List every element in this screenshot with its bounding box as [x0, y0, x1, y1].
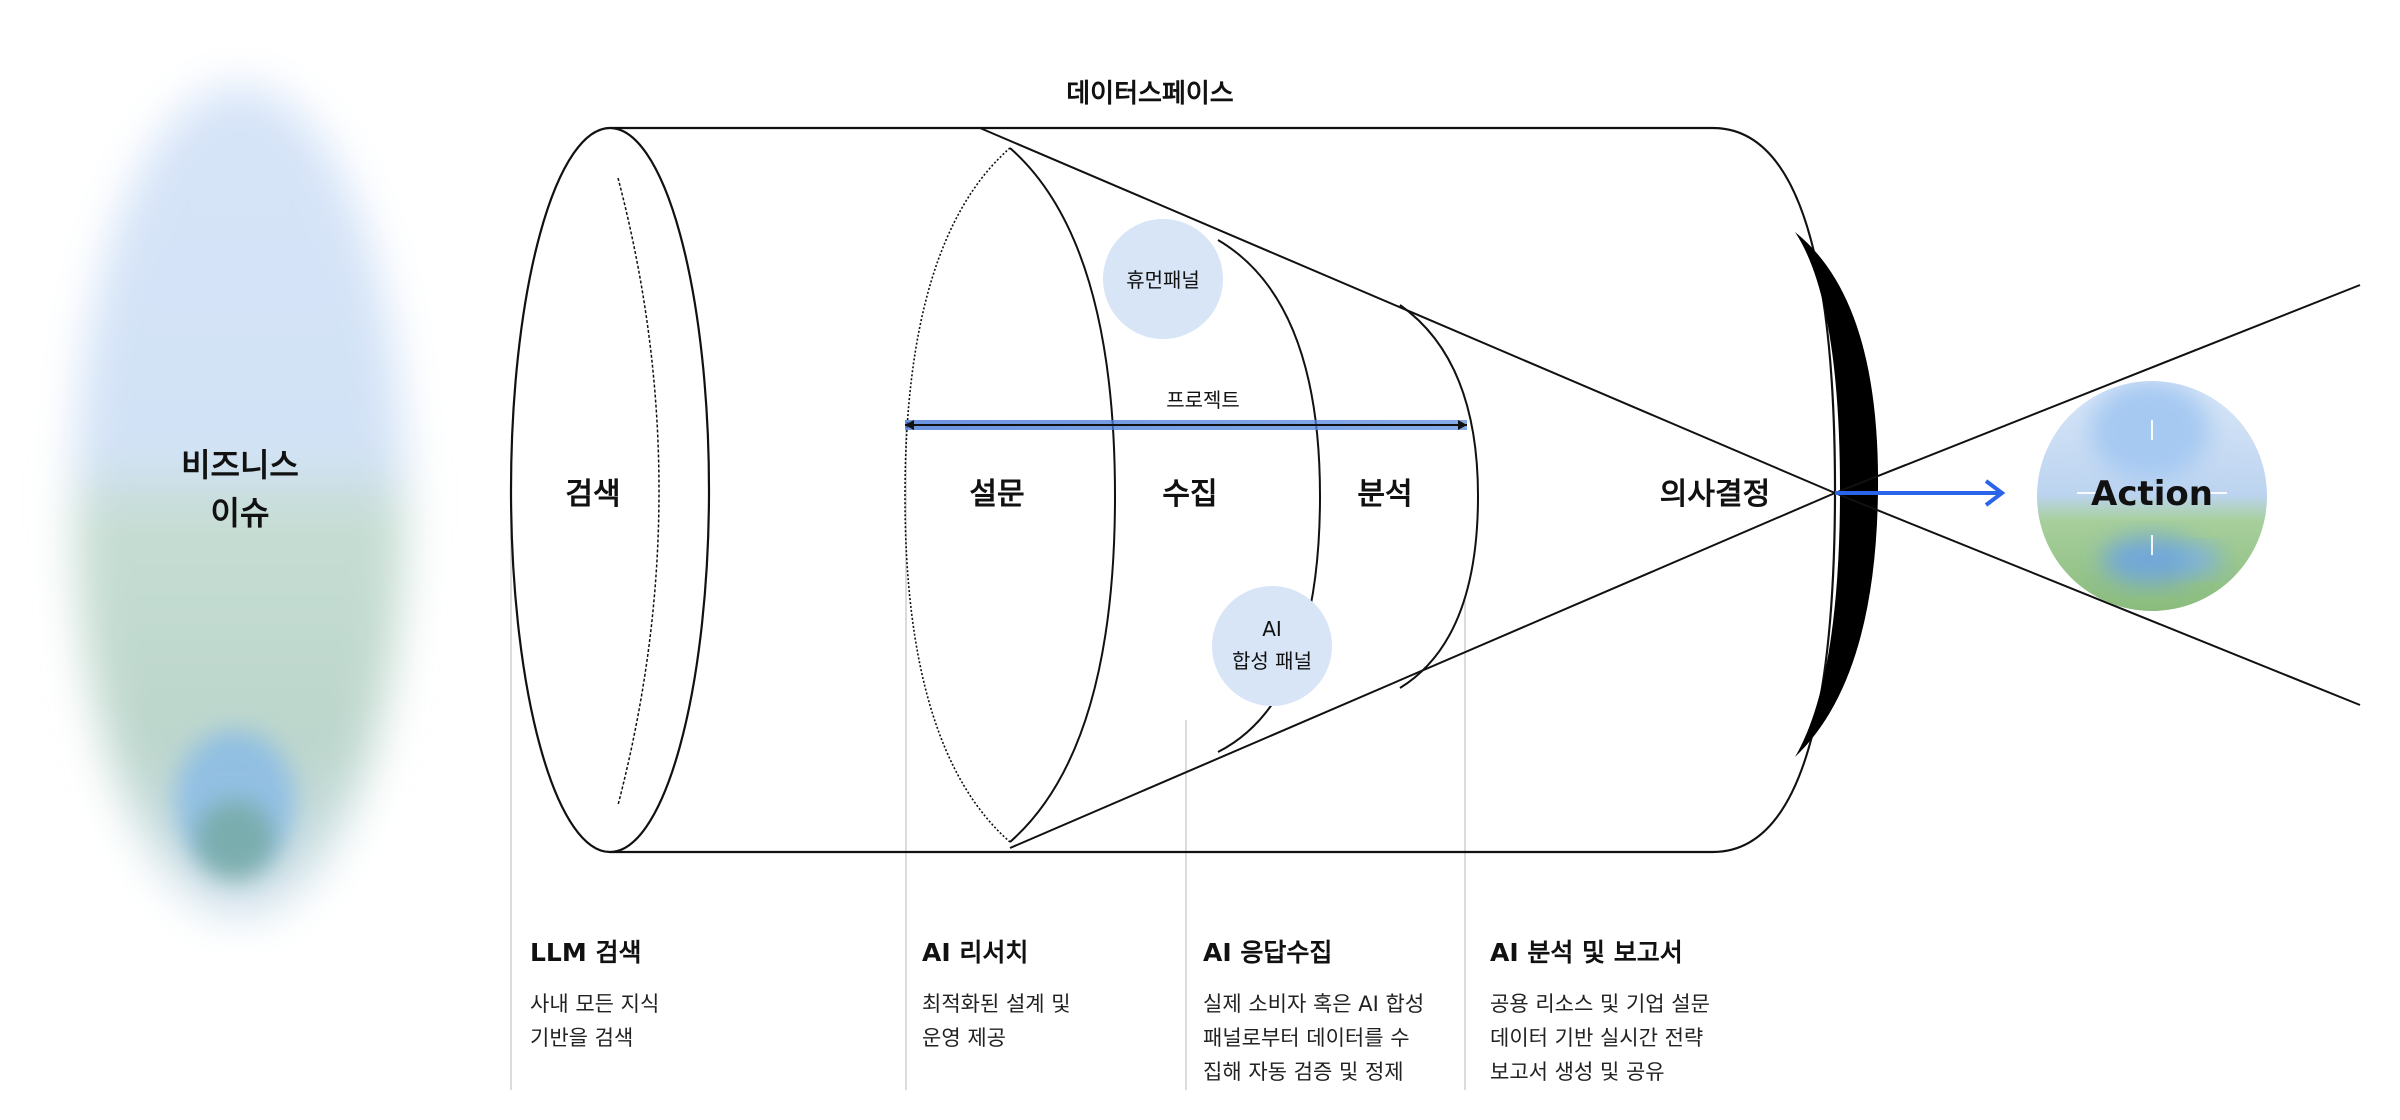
caption-desc: 사내 모든 지식 기반을 검색 — [530, 992, 660, 1050]
caption-title: LLM 검색 — [530, 938, 642, 967]
caption-desc: 실제 소비자 혹은 AI 합성 패널로부터 데이터를 수 집해 자동 검증 및 … — [1203, 992, 1425, 1084]
stage-survey-label: 설문 — [969, 477, 1024, 512]
stage-decision-label: 의사결정 — [1660, 477, 1770, 512]
human-panel-label: 휴먼패널 — [1126, 268, 1200, 292]
caption-title: AI 리서치 — [922, 938, 1029, 967]
caption-desc: 공용 리소스 및 기업 설문 데이터 기반 실시간 전략 보고서 생성 및 공유 — [1490, 992, 1710, 1084]
stage-analyze-label: 분석 — [1357, 477, 1412, 512]
ai-panel-label-line2: 합성 패널 — [1232, 649, 1312, 673]
lens-shape — [1795, 232, 1879, 757]
action-circle — [2037, 381, 2267, 611]
prompt-bar — [905, 420, 1467, 430]
caption-ai-collection: AI 응답수집 실제 소비자 혹은 AI 합성 패널로부터 데이터를 수 집해 … — [1203, 937, 1483, 1089]
caption-ai-analysis-report: AI 분석 및 보고서 공용 리소스 및 기업 설문 데이터 기반 실시간 전략… — [1490, 937, 1770, 1089]
ai-panel-label-line1: AI — [1262, 617, 1282, 641]
caption-title: AI 응답수집 — [1203, 938, 1333, 967]
stage-search-label: 검색 — [565, 477, 620, 512]
caption-title: AI 분석 및 보고서 — [1490, 938, 1683, 967]
ai-panel-bubble — [1212, 586, 1332, 706]
prompt-label: 프로젝트 — [1166, 388, 1240, 412]
action-label: Action — [2091, 474, 2213, 514]
caption-ai-research: AI 리서치 최적화된 설계 및 운영 제공 — [922, 937, 1202, 1055]
business-issue-line1: 비즈니스 — [181, 446, 299, 484]
space-title: 데이터스페이스 — [1066, 79, 1234, 109]
business-issue-line2: 이슈 — [211, 494, 270, 532]
human-panel-bubble — [1103, 219, 1223, 339]
stage-collect-label: 수집 — [1162, 477, 1217, 512]
business-issue-blob — [75, 85, 405, 915]
data-space-cylinder — [509, 126, 1837, 854]
caption-desc: 최적화된 설계 및 운영 제공 — [922, 992, 1071, 1050]
flow-arrows — [395, 479, 2006, 507]
caption-llm-search: LLM 검색 사내 모든 지식 기반을 검색 — [530, 937, 810, 1055]
